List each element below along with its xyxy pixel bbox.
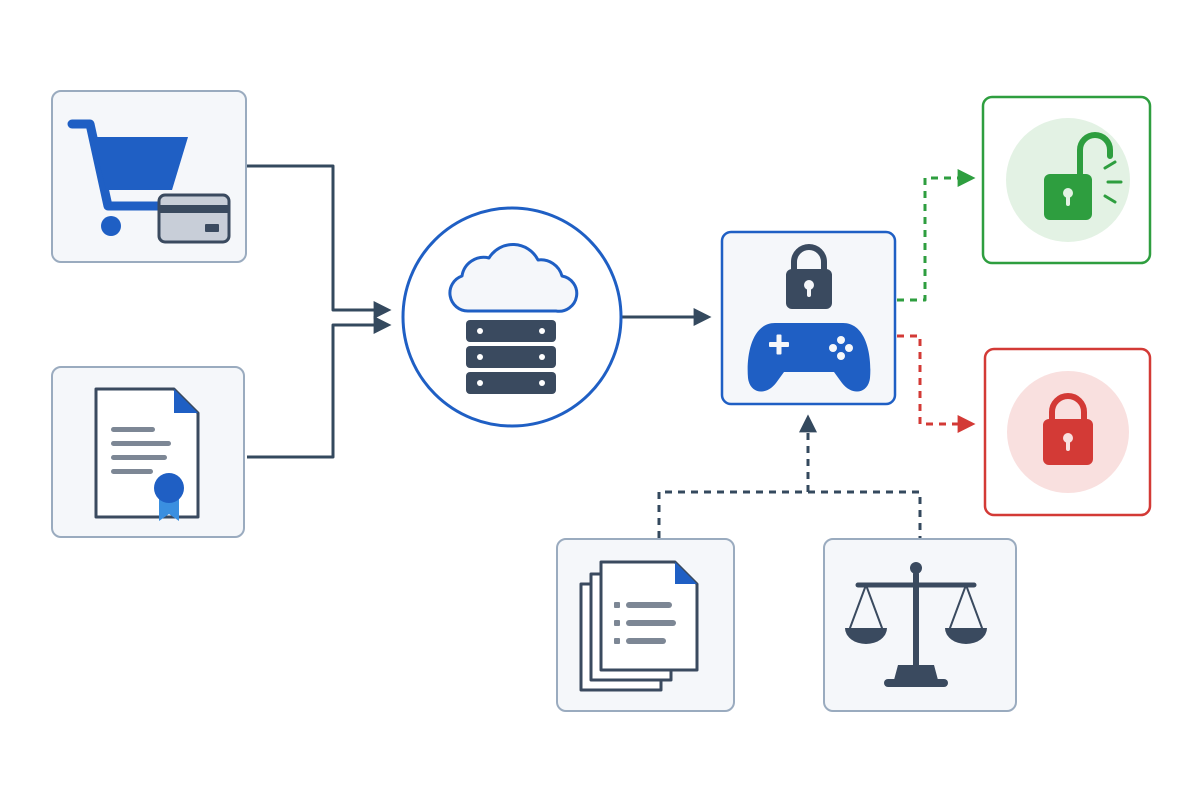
scales-of-justice-icon [845,562,987,687]
server-stack-icon [466,320,556,394]
terms-node [556,538,735,712]
game-node [720,230,897,406]
connector-terms-to-game [657,490,922,538]
unlocked-padlock-icon [1044,132,1123,220]
connector-license-to-server [247,316,392,459]
unlocked-node [981,95,1152,265]
cloud-icon [448,243,579,313]
ribbon-seal-icon [154,473,184,521]
purchase-node [51,90,247,263]
connector-game-to-locked [897,334,976,433]
license-node [51,366,245,538]
credit-card-icon [157,193,231,244]
connector-game-to-unlocked [897,169,976,302]
law-node [823,538,1017,712]
server-node [401,206,623,428]
shopping-cart-icon [67,119,188,236]
connector-purchase-to-server [247,164,392,319]
locked-padlock-icon [1043,393,1093,465]
connectors [247,164,976,538]
gamepad-icon [747,323,871,392]
document-stack-icon [579,560,699,692]
certificate-document-icon [94,387,200,519]
padlock-icon [786,244,832,309]
locked-node [983,347,1152,517]
